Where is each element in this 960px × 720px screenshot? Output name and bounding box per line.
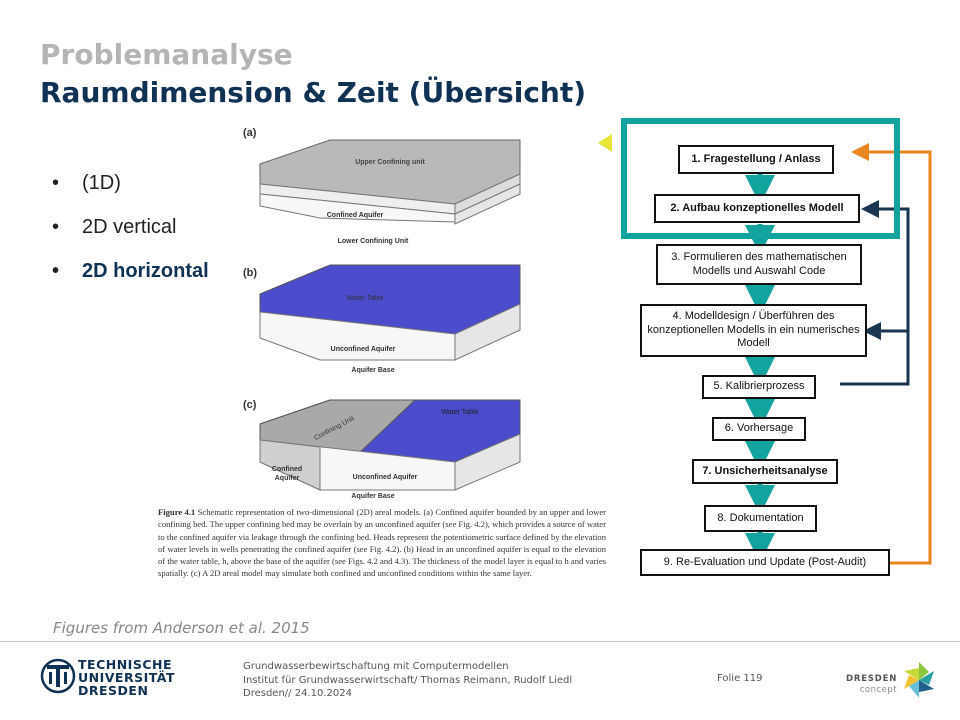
bullet-item-2d-horizontal: 2D horizontal [50, 258, 209, 302]
panel-c-label: (c) [243, 399, 257, 411]
panel-a-side [454, 183, 521, 225]
feedback-loop-orange [851, 143, 932, 565]
panel-a-label: (a) [243, 127, 257, 139]
lower-confining-label: Lower Confining Unit [338, 238, 409, 245]
aquifer-base-label-b: Aquifer Base [351, 367, 394, 374]
confined-label-c: Confined [272, 466, 302, 473]
confined-label-c2: Aquifer [275, 475, 300, 482]
figure-caption: Figure 4.1 Schematic representation of t… [158, 506, 606, 580]
bullet-item-1d: (1D) [50, 170, 209, 214]
flow-step-7: 7. Unsicherheitsanalyse [692, 459, 838, 484]
unconfined-aquifer-label-c: Unconfined Aquifer [353, 474, 418, 481]
bullet-list: (1D) 2D vertical 2D horizontal [50, 170, 209, 302]
page-title: Raumdimension & Zeit (Übersicht) [40, 76, 587, 109]
flow-step-2: 2. Aufbau konzeptionelles Modell [654, 194, 860, 223]
dresden-concept-logo-icon [904, 662, 934, 698]
highlight-pointer-icon [598, 134, 612, 152]
unconfined-aquifer-body [259, 311, 456, 361]
footer-info: Grundwasserbewirtschaftung mit Computerm… [243, 660, 572, 701]
flow-step-5: 5. Kalibrierprozess [702, 375, 816, 399]
confined-aquifer-label: Confined Aquifer [327, 212, 384, 219]
caption-body: Schematic representation of two-dimensio… [158, 507, 607, 579]
confined-zone-c [259, 439, 321, 491]
flow-step-8: 8. Dokumentation [704, 505, 817, 532]
confined-aquifer-body [259, 193, 456, 223]
footer-divider [0, 641, 960, 642]
caption-title: Figure 4.1 [158, 507, 196, 517]
water-table-label-b: Water Table [347, 295, 384, 302]
flow-step-1: 1. Fragestellung / Anlass [678, 145, 834, 174]
supertitle: Problemanalyse [40, 38, 293, 71]
footer-institute: Institut für Grundwasserwirtschaft/ Thom… [243, 674, 573, 686]
water-table-label-c: Water Table [442, 409, 479, 416]
bullet-item-2d-vertical: 2D vertical [50, 214, 209, 258]
university-name: TECHNISCHE UNIVERSITÄT DRESDEN [78, 657, 176, 698]
aquifer-figure: (a) Upper Confining unit Confined Aquife… [243, 127, 521, 500]
panel-b-label: (b) [243, 267, 257, 279]
flowchart-connectors [598, 134, 932, 565]
figure-source: Figures from Anderson et al. 2015 [53, 619, 310, 637]
unconfined-aquifer-label-b: Unconfined Aquifer [331, 346, 396, 353]
panel-c-side [454, 433, 521, 491]
slide-number: Folie 119 [717, 673, 763, 684]
feedback-loop-navy [840, 200, 910, 386]
aquifer-base-label-c: Aquifer Base [351, 493, 394, 500]
footer-date: Dresden// 24.10.2024 [243, 688, 352, 699]
flow-step-6: 6. Vorhersage [712, 417, 806, 441]
footer-course: Grundwasserbewirtschaftung mit Computerm… [243, 661, 509, 672]
tud-logo-icon [40, 658, 76, 694]
confining-unit-surface [259, 399, 417, 458]
flow-step-3: 3. Formulieren des mathematischen Modell… [656, 244, 862, 285]
flow-step-4: 4. Modelldesign / Überführen des konzept… [640, 304, 867, 357]
highlight-frame [621, 118, 900, 239]
flow-step-9: 9. Re-Evaluation und Update (Post-Audit) [640, 549, 890, 576]
panel-b-side [454, 303, 521, 361]
upper-confining-label: Upper Confining unit [355, 159, 425, 166]
dresden-concept-label: DRESDEN concept [846, 674, 898, 695]
